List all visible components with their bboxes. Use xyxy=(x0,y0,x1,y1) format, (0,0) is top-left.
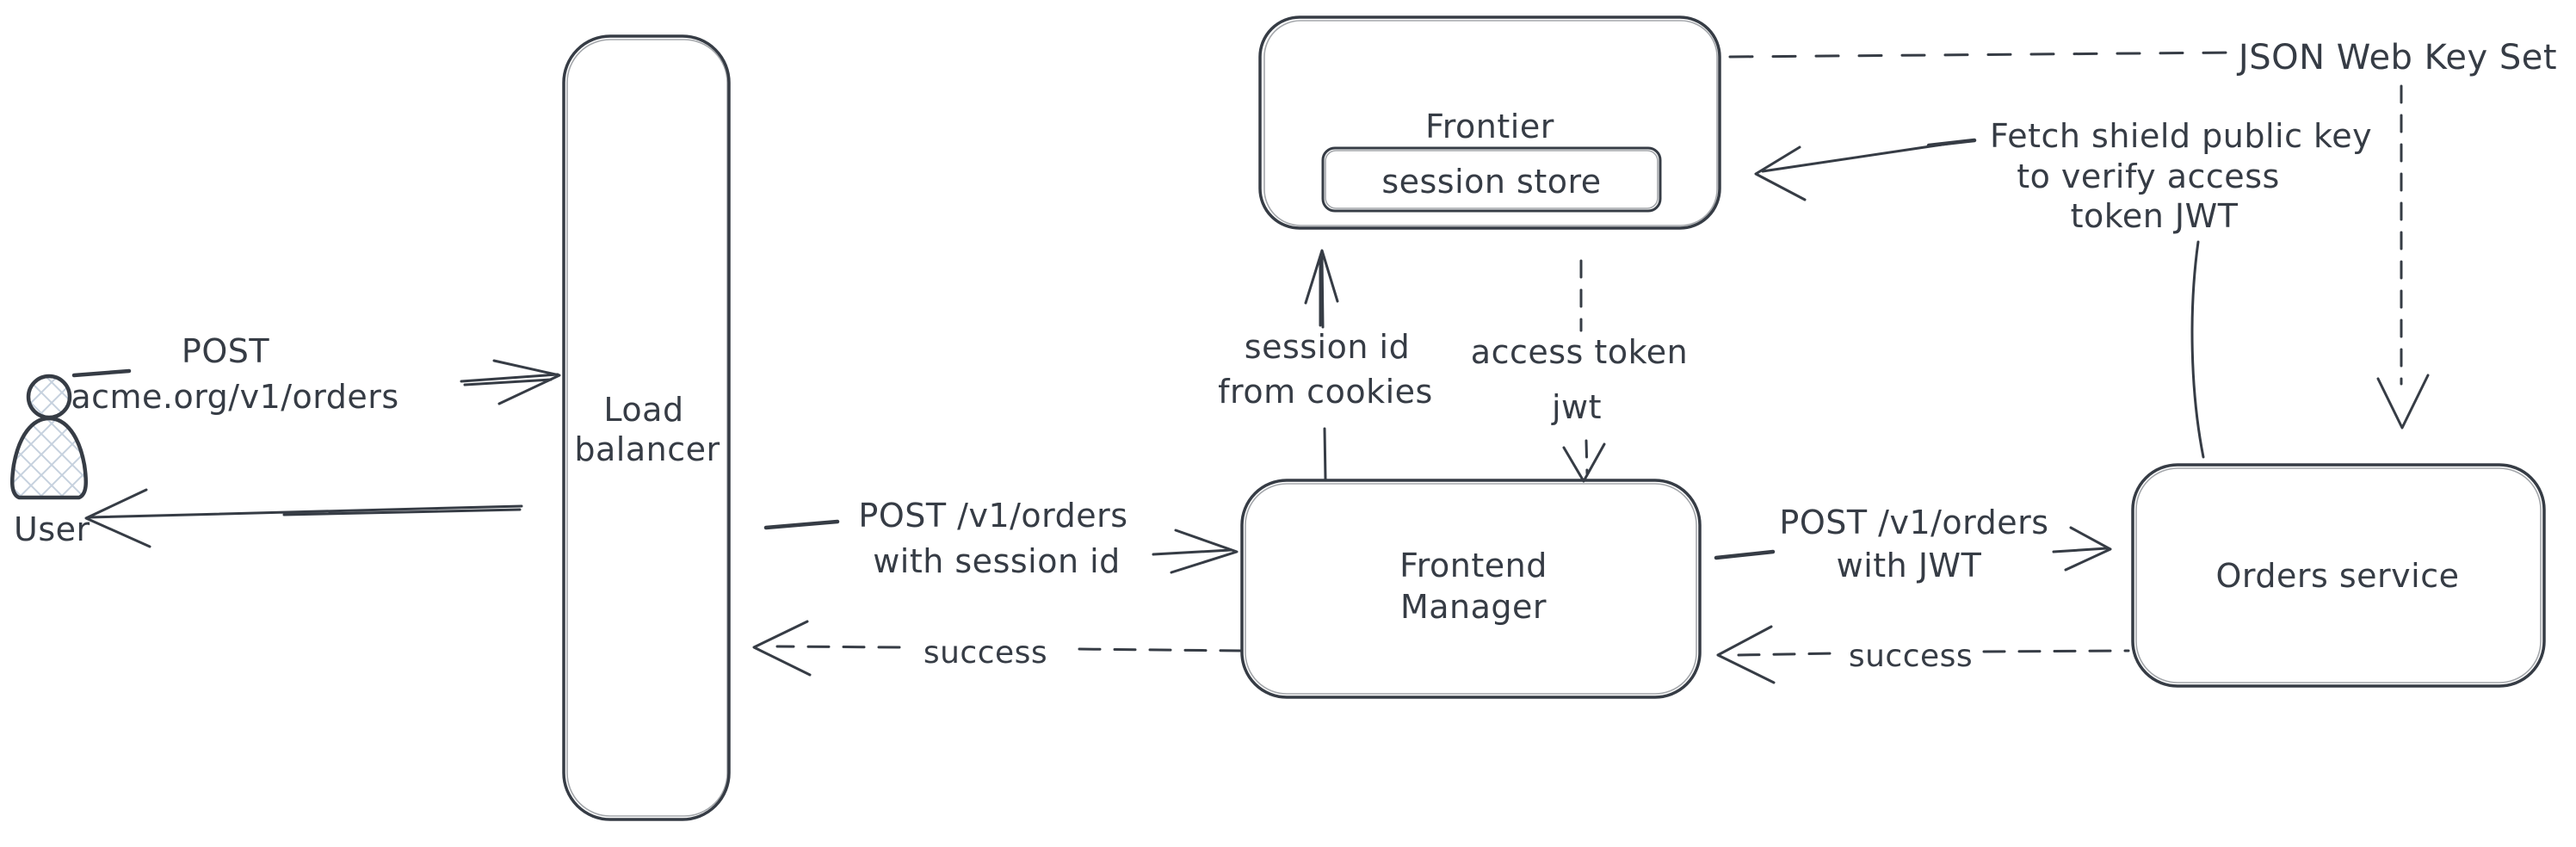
user-head-icon xyxy=(26,374,72,420)
edge-user-to-lb-label-line1: POST xyxy=(182,332,269,370)
edge-frontier-to-fm-label-line1: access token xyxy=(1471,333,1688,371)
edge-orders-to-fm-dashes xyxy=(1737,649,2130,657)
edge-frontier-to-jwks: JSON Web Key Set xyxy=(1728,38,2557,77)
node-user: User xyxy=(9,374,90,548)
node-session-store: session store xyxy=(1321,146,1662,213)
node-frontend-manager: Frontend Manager xyxy=(1240,479,1702,699)
note-fetch-label-line1: Fetch shield public key xyxy=(1990,117,2372,155)
edge-fm-to-frontier-shaft xyxy=(1319,255,1327,481)
edge-frontier-to-fm-label-line2: jwt xyxy=(1551,388,1602,426)
edge-fm-to-lb-arrowhead-icon xyxy=(752,620,812,677)
edge-fm-to-orders-start-stroke xyxy=(1714,549,1776,560)
edge-fm-to-orders-label-line1: POST /v1/orders xyxy=(1779,504,2048,541)
load-balancer-label-line2: balancer xyxy=(574,430,720,468)
node-frontier: Frontier session store xyxy=(1258,15,1721,230)
user-body-icon xyxy=(9,416,89,500)
note-fetch-arrowhead-icon xyxy=(1754,145,1807,201)
edge-fm-to-lb-dashes xyxy=(775,645,1243,652)
edge-fm-to-orders: POST /v1/orders with JWT xyxy=(1714,504,2112,584)
frontier-label: Frontier xyxy=(1425,108,1554,145)
note-fetch-curve-to-orders xyxy=(2190,240,2205,459)
orders-service-label: Orders service xyxy=(2216,557,2460,595)
edge-frontier-to-jwks-dashes xyxy=(1728,51,2237,59)
edge-frontier-to-fm: access token jwt xyxy=(1471,259,1688,483)
note-fetch-arrow-shaft xyxy=(1761,139,1973,173)
note-fetch-label-line3: token JWT xyxy=(2071,197,2239,235)
edge-frontier-to-fm-dashes xyxy=(1579,259,1589,475)
node-orders-service: Orders service xyxy=(2131,463,2546,688)
edge-lb-to-user-shaft xyxy=(87,504,523,519)
edge-fm-to-lb-label: success xyxy=(924,635,1047,671)
edge-user-to-lb-arrowhead-icon xyxy=(492,359,561,405)
edge-frontier-to-fm-arrowhead-icon xyxy=(1562,442,1606,483)
edge-jwks-to-orders xyxy=(2376,84,2430,430)
frontend-manager-label-line2: Manager xyxy=(1400,588,1547,626)
edge-fm-to-lb-success: success xyxy=(752,620,1243,677)
edge-orders-to-fm-label: success xyxy=(1849,639,1973,674)
edge-lb-to-fm-arrowhead-icon xyxy=(1170,529,1239,574)
edge-lb-to-fm-start-stroke xyxy=(763,519,840,530)
edge-fm-to-orders-label-line2: with JWT xyxy=(1837,547,1982,584)
edge-lb-to-fm-shaft xyxy=(1152,548,1232,556)
edge-lb-to-fm-label-line1: POST /v1/orders xyxy=(858,497,1127,535)
edge-fm-to-orders-arrowhead-icon xyxy=(2064,526,2112,572)
edge-user-to-lb-shaft xyxy=(460,373,559,386)
edge-fm-to-frontier-arrowhead-icon xyxy=(1304,249,1339,305)
edge-fm-to-frontier-label-line1: session id xyxy=(1245,328,1410,366)
load-balancer-label-line1: Load xyxy=(603,391,683,429)
user-label: User xyxy=(14,510,90,548)
edge-lb-to-fm: POST /v1/orders with session id xyxy=(763,497,1239,580)
edge-user-to-lb: POST acme.org/v1/orders xyxy=(71,332,561,416)
edge-lb-to-user xyxy=(84,488,523,548)
edge-user-to-lb-label-line2: acme.org/v1/orders xyxy=(71,378,398,416)
edge-orders-to-fm-arrowhead-icon xyxy=(1716,625,1776,684)
edge-fm-to-frontier-label-line2: from cookies xyxy=(1218,373,1433,411)
edge-fm-to-frontier: session id from cookies xyxy=(1218,249,1433,481)
edge-lb-to-user-arrowhead-icon xyxy=(84,488,151,548)
edge-user-to-lb-start-stroke xyxy=(71,368,132,378)
note-fetch-public-key: Fetch shield public key to verify access… xyxy=(1754,117,2372,459)
note-fetch-label-line2: to verify access xyxy=(2017,158,2280,195)
node-load-balancer: Load balancer xyxy=(562,34,731,821)
edge-fm-to-orders-shaft xyxy=(2052,547,2109,553)
frontend-manager-label-line1: Frontend xyxy=(1399,547,1547,584)
edge-orders-to-fm-success: success xyxy=(1716,625,2130,684)
session-store-label: session store xyxy=(1381,163,1601,201)
edge-lb-to-fm-label-line2: with session id xyxy=(873,542,1121,580)
edge-jwks-to-orders-arrowhead-icon xyxy=(2376,374,2430,430)
jwks-label: JSON Web Key Set xyxy=(2236,38,2557,77)
